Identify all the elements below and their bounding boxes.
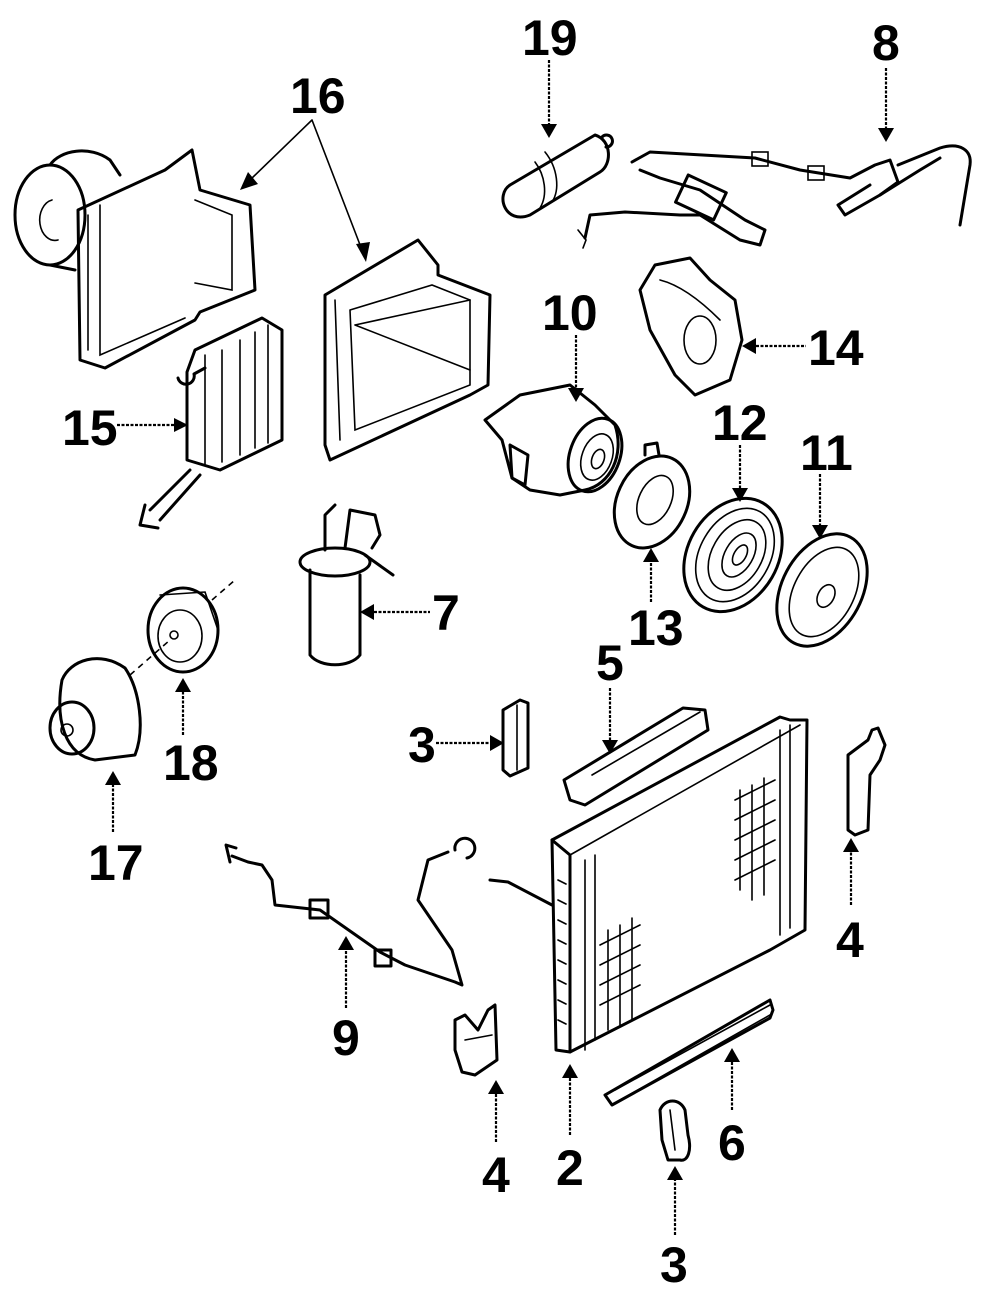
callout-14: 14 bbox=[742, 320, 864, 376]
part-accumulator bbox=[501, 133, 614, 219]
callout-16: 16 bbox=[240, 68, 370, 262]
callout-label-15: 15 bbox=[62, 400, 118, 456]
callout-label-8: 8 bbox=[872, 15, 900, 71]
callout-9: 9 bbox=[332, 936, 360, 1066]
callout-12: 12 bbox=[712, 395, 768, 502]
callout-label-4-left: 4 bbox=[482, 1147, 510, 1203]
part-upper-seal bbox=[562, 706, 710, 807]
arrowhead bbox=[667, 1166, 683, 1180]
arrowhead bbox=[488, 1080, 504, 1094]
part-bracket-2 bbox=[501, 698, 530, 778]
arrowhead bbox=[878, 128, 894, 142]
callout-label-10: 10 bbox=[542, 285, 598, 341]
callout-4-left: 4 bbox=[482, 1080, 510, 1203]
arrowhead bbox=[338, 936, 354, 950]
arrowhead bbox=[240, 172, 258, 190]
arrowhead bbox=[562, 1064, 578, 1078]
arrowhead bbox=[568, 388, 584, 402]
callout-label-12: 12 bbox=[712, 395, 768, 451]
part-lower-seal bbox=[603, 998, 775, 1107]
callout-label-19: 19 bbox=[522, 10, 578, 66]
callout-5: 5 bbox=[596, 635, 624, 754]
part-compressor-bracket bbox=[638, 256, 744, 397]
part-hose-assembly bbox=[577, 144, 972, 249]
part-clutch-plate bbox=[775, 532, 869, 648]
arrowhead bbox=[643, 548, 659, 562]
callout-17: 17 bbox=[88, 771, 144, 891]
callout-13: 13 bbox=[628, 548, 684, 656]
callout-2: 3 bbox=[408, 717, 504, 773]
arrowhead bbox=[742, 338, 756, 354]
callout-label-11: 11 bbox=[800, 425, 853, 481]
part-receiver-drier bbox=[298, 503, 395, 667]
arrowhead bbox=[602, 740, 618, 754]
arrowhead bbox=[175, 678, 191, 692]
arrowhead bbox=[541, 124, 557, 138]
callout-3: 3 bbox=[660, 1166, 688, 1293]
callout-7: 7 bbox=[360, 585, 460, 641]
part-pulley bbox=[682, 496, 784, 614]
part-clutch-coil bbox=[612, 441, 692, 550]
part-evaporator-case bbox=[13, 148, 492, 462]
callout-label-13: 13 bbox=[628, 600, 684, 656]
callout-1: 2 bbox=[556, 1064, 584, 1196]
arrowhead bbox=[724, 1048, 740, 1062]
callout-label-18: 18 bbox=[163, 735, 219, 791]
part-blower-wheel bbox=[146, 579, 236, 674]
arrowhead bbox=[356, 242, 370, 262]
callout-label-17: 17 bbox=[88, 835, 144, 891]
callout-label-4-right: 4 bbox=[836, 912, 864, 968]
callout-4-right: 4 bbox=[836, 838, 864, 968]
callout-label-2: 3 bbox=[408, 717, 436, 773]
callout-label-14: 14 bbox=[808, 320, 864, 376]
callout-label-5: 5 bbox=[596, 635, 624, 691]
callout-6: 6 bbox=[718, 1048, 746, 1171]
part-blower-motor bbox=[48, 639, 171, 762]
arrowhead bbox=[843, 838, 859, 852]
arrowhead bbox=[490, 735, 504, 751]
callout-11: 11 bbox=[800, 425, 853, 539]
part-evaporator-core bbox=[138, 316, 284, 530]
callout-8: 8 bbox=[872, 15, 900, 142]
arrowhead bbox=[732, 488, 748, 502]
callout-label-9: 9 bbox=[332, 1010, 360, 1066]
arrowhead bbox=[105, 771, 121, 785]
part-condenser-line bbox=[224, 836, 477, 987]
callout-label-1: 2 bbox=[556, 1140, 584, 1196]
callout-18: 18 bbox=[163, 678, 219, 791]
arrowhead bbox=[360, 604, 374, 620]
callout-label-3: 3 bbox=[660, 1237, 688, 1293]
part-compressor bbox=[483, 383, 624, 497]
callout-15: 15 bbox=[62, 400, 188, 456]
arrowhead bbox=[812, 525, 828, 539]
arrowhead bbox=[174, 418, 188, 432]
callout-label-16: 16 bbox=[290, 68, 346, 124]
callout-19: 19 bbox=[522, 10, 578, 138]
part-bracket-4-left bbox=[453, 1003, 499, 1077]
callout-10: 10 bbox=[542, 285, 598, 402]
part-insulator bbox=[658, 1099, 692, 1162]
callout-label-7: 7 bbox=[432, 585, 460, 641]
part-bracket-4-right bbox=[846, 726, 887, 837]
part-condenser bbox=[488, 715, 809, 1054]
callout-label-6: 6 bbox=[718, 1115, 746, 1171]
